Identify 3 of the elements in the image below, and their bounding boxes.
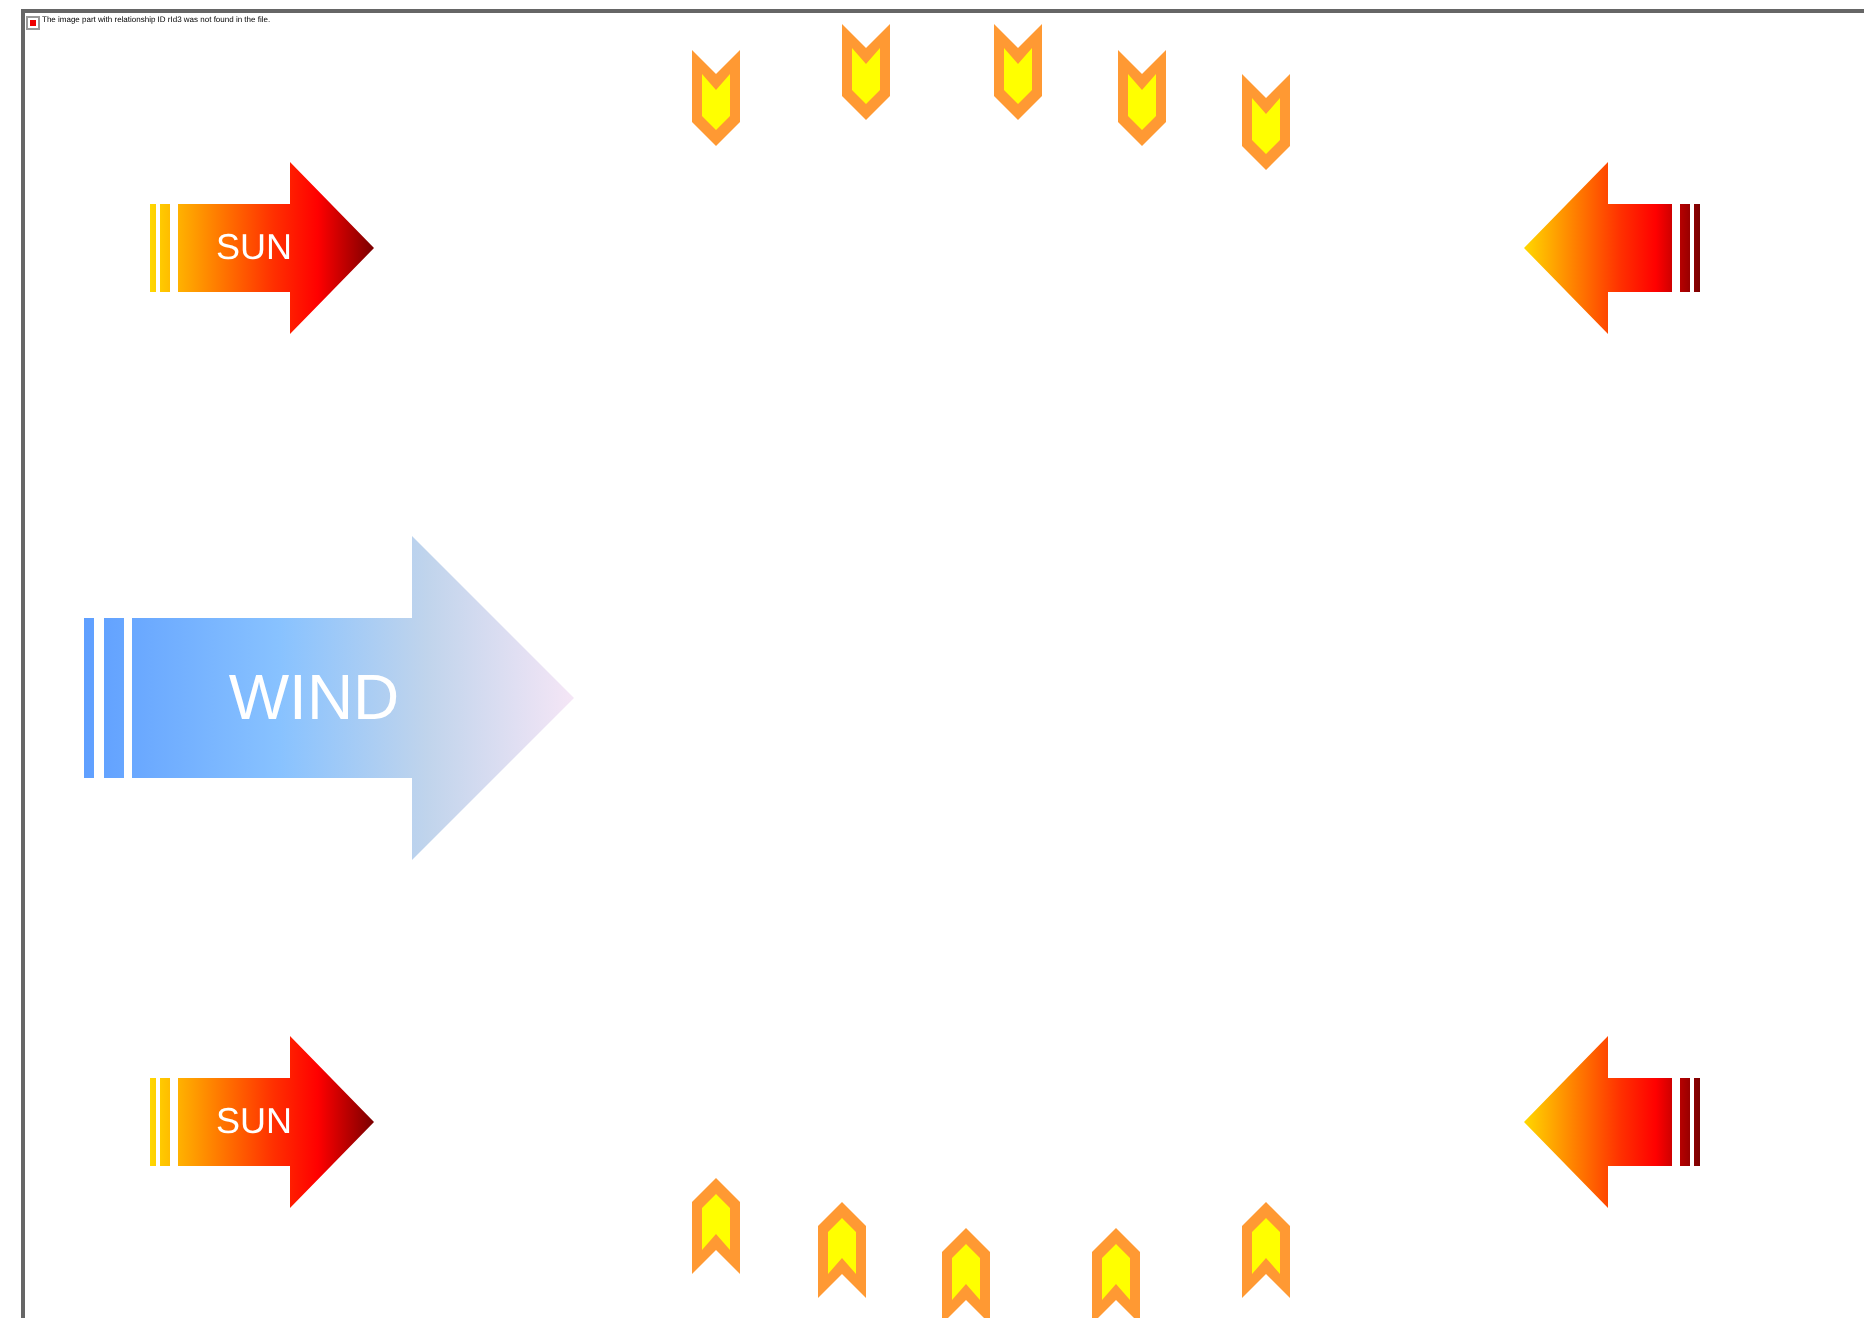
arrow-label: SUN bbox=[216, 1101, 292, 1143]
arrow-label: SUN bbox=[216, 227, 292, 269]
arrow-label: WIND bbox=[228, 661, 400, 735]
